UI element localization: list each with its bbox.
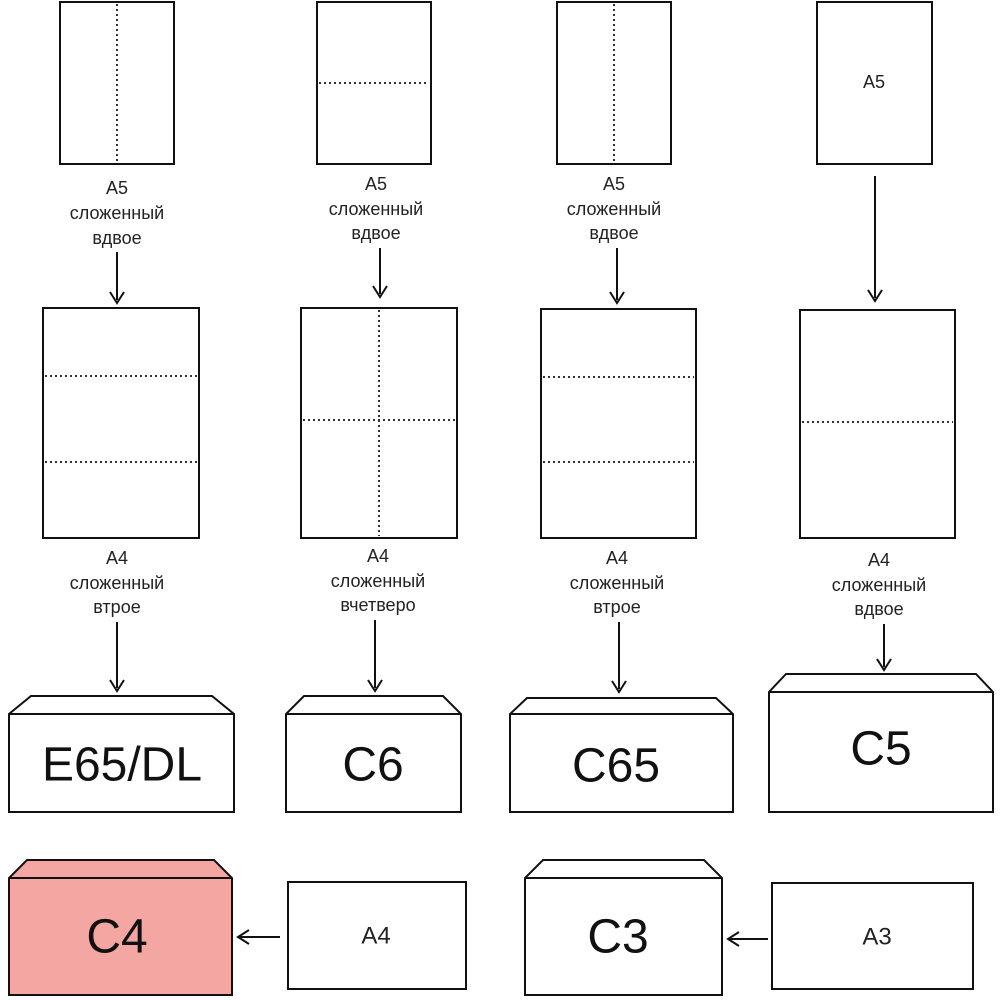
caption-line: A5 (365, 174, 387, 194)
envelope-label: E65/DL (42, 739, 202, 792)
paper-label: A4 (361, 922, 390, 949)
a3-sheet-flat (771, 882, 974, 990)
arrow-head (726, 931, 740, 947)
caption-line: сложенный (570, 573, 664, 593)
bottom-row-a3-c3: C3 A3 (524, 859, 974, 996)
caption-line: A5 (603, 174, 625, 194)
column-4: A5 A4 сложенный вдвое C5 (768, 1, 994, 813)
arrow-head (236, 929, 250, 945)
caption-line: сложенный (567, 199, 661, 219)
arrow-head (609, 291, 625, 305)
caption-line: сложенный (70, 203, 164, 223)
caption-line: сложенный (331, 571, 425, 591)
caption-line: A4 (367, 546, 389, 566)
caption-line: сложенный (832, 575, 926, 595)
sheet-label: A5 (863, 72, 885, 92)
arrow-head (109, 291, 125, 305)
a4-sheet-1 (42, 307, 200, 539)
arrow-head (367, 679, 383, 693)
caption-line: вдвое (589, 223, 638, 243)
caption-line: вдвое (351, 223, 400, 243)
column-1: A5 сложенный вдвое A4 сложенный втрое E6… (8, 1, 235, 813)
caption-line: вдвое (92, 228, 141, 248)
arrow-head (867, 289, 883, 303)
a4-sheet-3 (540, 308, 697, 539)
a4-sheet-2 (300, 307, 458, 539)
caption-line: A4 (106, 548, 128, 568)
caption-line: вчетверо (340, 595, 415, 615)
paper-label: A3 (862, 923, 891, 950)
caption-line: A4 (868, 550, 890, 570)
caption-line: втрое (93, 597, 140, 617)
a4-sheet-flat (287, 881, 467, 990)
arrow-head (876, 658, 892, 672)
envelope-label: C6 (342, 739, 403, 792)
column-2: A5 сложенный вдвое A4 сложенный вчетверо… (285, 1, 462, 813)
arrow-head (109, 679, 125, 693)
arrow-head (372, 285, 388, 299)
column-3: A5 сложенный вдвое A4 сложенный втрое C6… (509, 1, 734, 813)
envelope-label: C4 (86, 911, 147, 964)
caption-line: A4 (606, 548, 628, 568)
caption-line: сложенный (70, 573, 164, 593)
caption-line: сложенный (329, 199, 423, 219)
a4-sheet-4 (799, 309, 956, 539)
a5-sheet-4 (816, 1, 933, 165)
caption-line: вдвое (854, 599, 903, 619)
caption-line: втрое (593, 597, 640, 617)
envelope-label: C3 (587, 911, 648, 964)
arrow-head (611, 680, 627, 694)
bottom-row-a4-c4: C4 A4 (8, 859, 467, 996)
envelope-label: C5 (850, 723, 911, 776)
caption-line: A5 (106, 178, 128, 198)
envelope-label: C65 (572, 740, 660, 793)
